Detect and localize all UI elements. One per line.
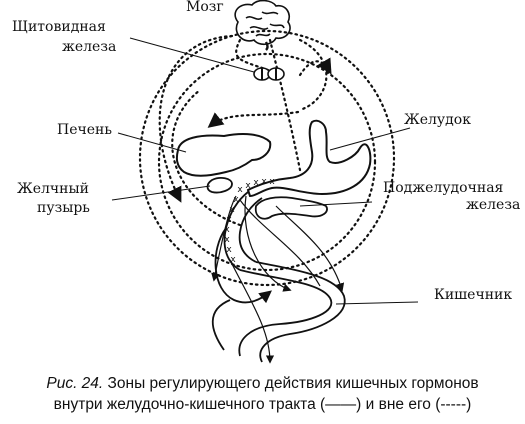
svg-text:x: x (229, 205, 235, 215)
svg-text:x: x (226, 245, 232, 255)
label-stomach: Желудок (404, 112, 471, 128)
gallbladder-shape (206, 177, 233, 194)
intestine-shape (211, 227, 346, 363)
svg-text:x: x (230, 255, 236, 265)
label-leader-lines (111, 37, 419, 305)
svg-text:x: x (269, 177, 275, 187)
svg-text:x: x (224, 225, 230, 235)
caption-line1: Рис. 24. Зоны регулирующего действия киш… (0, 373, 525, 394)
pancreas-shape (254, 196, 328, 220)
figure-caption: Рис. 24. Зоны регулирующего действия киш… (0, 373, 525, 415)
label-intestine: Кишечник (434, 287, 513, 303)
label-liver: Печень (57, 122, 112, 138)
label-gallbladder-line2: пузырь (37, 200, 90, 216)
svg-text:x: x (226, 215, 232, 225)
svg-text:x: x (224, 235, 230, 245)
dotted-circulation-paths (138, 29, 396, 287)
svg-text:x: x (253, 178, 259, 188)
brain-shape (234, 0, 291, 51)
caption-line2: внутри желудочно-кишечного тракта (——) и… (53, 396, 472, 413)
internal-hormone-arrows (211, 195, 345, 364)
label-pancreas-line2: железа (466, 197, 521, 213)
label-pancreas-line1: Поджелудочная (383, 180, 504, 196)
label-thyroid-line1: Щитовидная (12, 19, 106, 35)
caption-line1-text: Зоны регулирующего действия кишечных гор… (103, 375, 479, 392)
label-brain: Мозг (186, 0, 224, 15)
label-gallbladder-line1: Желчный (17, 181, 89, 197)
caption-figure-number: Рис. 24. (46, 375, 104, 392)
svg-text:x: x (245, 181, 251, 191)
liver-shape (175, 133, 272, 177)
thyroid-shape (253, 67, 285, 81)
label-thyroid-line2: железа (62, 39, 117, 55)
svg-text:x: x (261, 177, 267, 187)
svg-text:x: x (237, 185, 243, 195)
svg-text:x: x (233, 195, 239, 205)
stomach-shape (246, 119, 372, 198)
